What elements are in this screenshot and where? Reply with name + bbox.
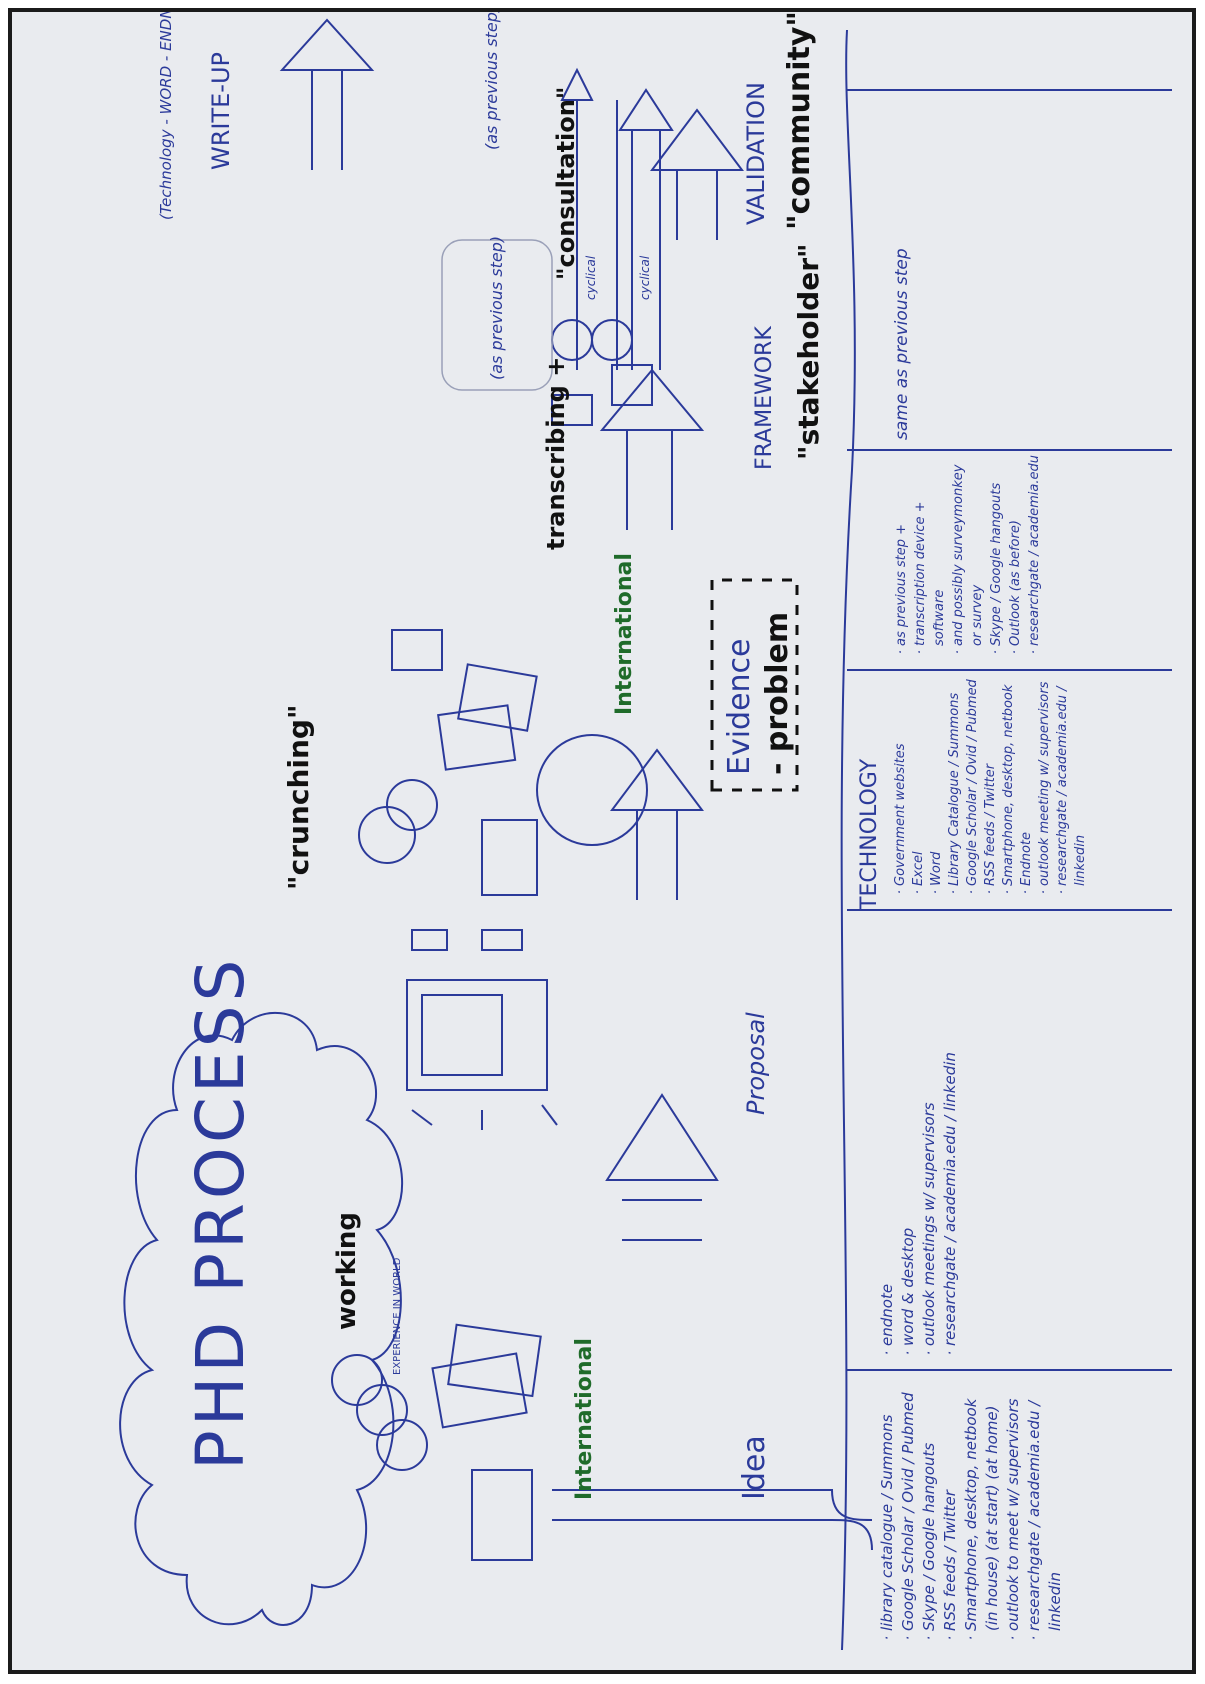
stage-writeup: WRITE-UP — [207, 51, 235, 170]
globe-sketch — [536, 734, 648, 846]
list-item: researchgate / academia.edu — [1025, 455, 1044, 646]
list-item: researchgate / academia.edu / linkedin — [1024, 1375, 1066, 1631]
list-item: same as previous step — [892, 248, 912, 440]
label-working: working — [332, 1211, 362, 1330]
stage-validation: VALIDATION — [742, 82, 770, 225]
computer-sketch — [406, 929, 558, 1130]
list-item: outlook meetings w/ supervisors — [919, 920, 940, 1346]
list-item: and possibly surveymonkey or survey — [949, 455, 987, 646]
label-as-previous-1: (as previous step) — [487, 235, 506, 380]
list-item: researchgate / academia.edu / linkedin — [1054, 675, 1090, 886]
list-item: as previous step + — [892, 455, 911, 646]
technology-heading: TECHNOLOGY — [857, 758, 882, 910]
stage-proposal: Proposal — [742, 1012, 770, 1115]
tech-column-validation: same as previous step — [892, 100, 913, 440]
arrow-1 — [605, 1093, 719, 1241]
line-art — [119, 18, 1172, 1651]
arrow-cyclical — [560, 67, 674, 370]
list-item: transcription device + software — [911, 455, 949, 646]
idea-brace — [552, 1489, 873, 1551]
label-community: "community" — [782, 10, 817, 230]
label-stakeholder: "stakeholder" — [792, 243, 825, 460]
list-item: researchgate / academia.edu / linkedin — [940, 920, 961, 1346]
list-item: Endnote — [1018, 675, 1036, 886]
list-item: Google Scholar / Ovid / Pubmed — [898, 1375, 919, 1631]
arrow-writeup — [279, 18, 375, 170]
list-item: RSS feeds / Twitter — [940, 1375, 961, 1631]
label-international-1: International — [572, 1338, 597, 1500]
list-item: Google Scholar / Ovid / Pubmed — [964, 675, 982, 886]
papers-sketch — [331, 629, 542, 1561]
previous-box-1 — [441, 239, 553, 391]
stage-idea: Idea — [737, 1435, 772, 1500]
label-crunching: "crunching" — [282, 704, 315, 890]
sketch-sheet: PHD PROCESS (Technology - WORD - ENDNOTE… — [12, 8, 1192, 1670]
list-item: Excel — [910, 675, 928, 886]
list-item: word & desktop — [898, 920, 919, 1346]
label-consultation: "consultation" — [552, 86, 580, 280]
label-transcribing: transcribing + — [542, 356, 570, 550]
list-item: Smartphone, desktop, netbook — [1000, 675, 1018, 886]
list-item: Smartphone, desktop, netbook (in house) … — [961, 1375, 1003, 1631]
evidence-box — [710, 578, 799, 792]
label-international-2: International — [612, 553, 637, 715]
tech-column-idea: library catalogue / Summons Google Schol… — [877, 1375, 1066, 1645]
label-cyclical-2: cyclical — [638, 255, 652, 300]
list-item: Government websites — [892, 675, 910, 886]
list-item: Word — [928, 675, 946, 886]
list-item: outlook to meet w/ supervisors — [1003, 1375, 1024, 1631]
list-item: Skype / Google hangouts — [919, 1375, 940, 1631]
tech-column-framework: as previous step + transcription device … — [892, 455, 1044, 660]
list-item: RSS feeds / Twitter — [982, 675, 1000, 886]
tech-column-proposal: endnote word & desktop outlook meetings … — [877, 920, 961, 1360]
stage-framework: FRAMEWORK — [752, 326, 777, 470]
label-cyclical-1: cyclical — [584, 255, 598, 300]
title-cloud — [119, 1011, 404, 1626]
page-title: PHD PROCESS — [182, 955, 259, 1470]
arrow-2 — [610, 748, 704, 900]
tech-column-evidence: Government websites Excel Word Library C… — [892, 675, 1090, 900]
list-item: Skype / Google hangouts — [987, 455, 1006, 646]
arrow-4 — [650, 108, 744, 240]
stage-evidence-1: Evidence — [722, 638, 757, 775]
sketch-frame: PHD PROCESS (Technology - WORD - ENDNOTE… — [8, 8, 1196, 1674]
list-item: outlook meeting w/ supervisors — [1036, 675, 1054, 886]
technology-table — [840, 29, 1172, 1651]
stage-evidence-2: - problem — [760, 611, 795, 775]
label-experience: EXPERIENCE IN WORLD — [392, 1257, 403, 1375]
label-as-previous-2: (as previous step) — [482, 8, 501, 150]
technology-writeup-note: (Technology - WORD - ENDNOTE - desktop) — [157, 8, 175, 220]
list-item: Library Catalogue / Summons — [946, 675, 964, 886]
list-item: Outlook (as before) — [1006, 455, 1025, 646]
arrow-3 — [599, 368, 705, 530]
list-item: endnote — [877, 920, 898, 1346]
list-item: library catalogue / Summons — [877, 1375, 898, 1631]
